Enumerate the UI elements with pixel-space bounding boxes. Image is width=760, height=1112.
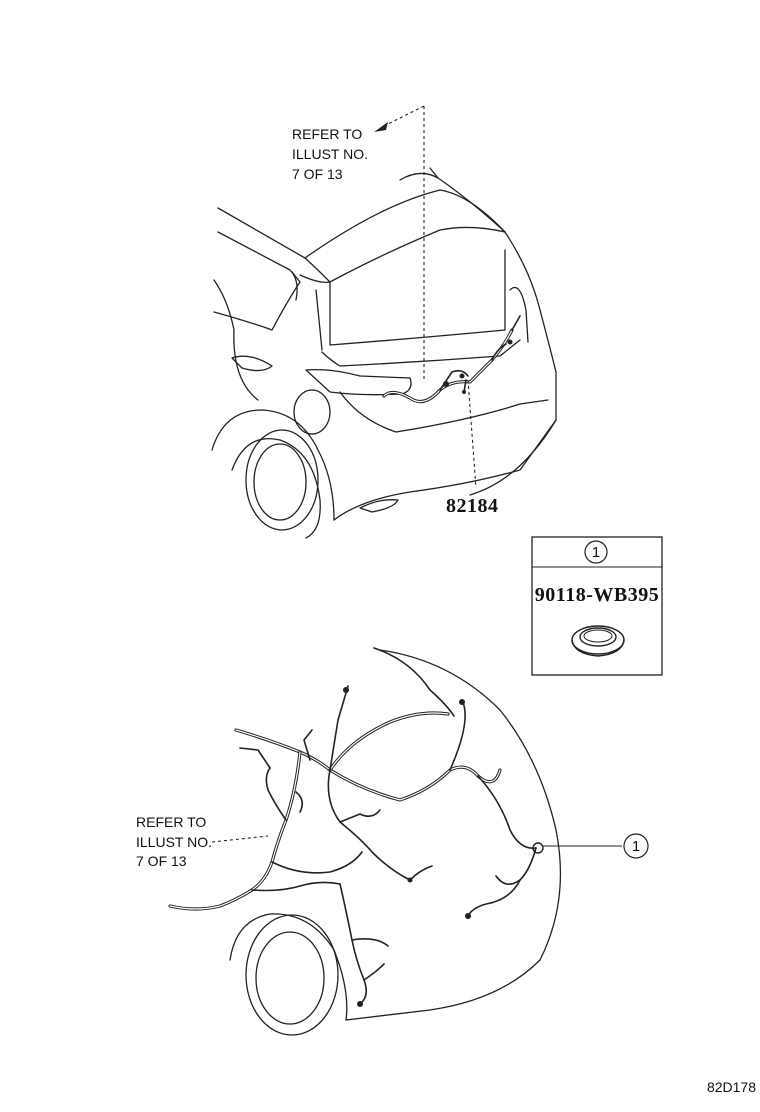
upper-refer-line-2: ILLUST NO.	[292, 146, 368, 162]
lower-refer-line-1: REFER TO	[136, 814, 206, 830]
callout-box-number-circle	[584, 540, 608, 564]
figure-id: 82D178	[707, 1079, 756, 1095]
lower-callout-circle	[623, 833, 649, 859]
upper-refer-line-1: REFER TO	[292, 126, 362, 142]
part-number-back-door-wire: 82184	[446, 495, 499, 517]
upper-refer-line-3: 7 OF 13	[292, 166, 343, 182]
callout-box: 1 90118-WB395	[531, 536, 663, 676]
lower-callout-number: 1	[632, 838, 640, 855]
lower-refer-line-3: 7 OF 13	[136, 853, 187, 869]
lower-refer-line-2: ILLUST NO.	[136, 834, 212, 850]
callout-box-number: 1	[592, 544, 600, 561]
callout-box-part-number: 90118-WB395	[535, 584, 659, 606]
upper-car-view: REFER TO ILLUST NO. 7 OF 13 82184	[211, 105, 557, 539]
grommet-clip-icon	[571, 625, 625, 657]
lower-car-view: 1 REFER TO ILLUST NO. 7 OF 13	[136, 647, 649, 1036]
